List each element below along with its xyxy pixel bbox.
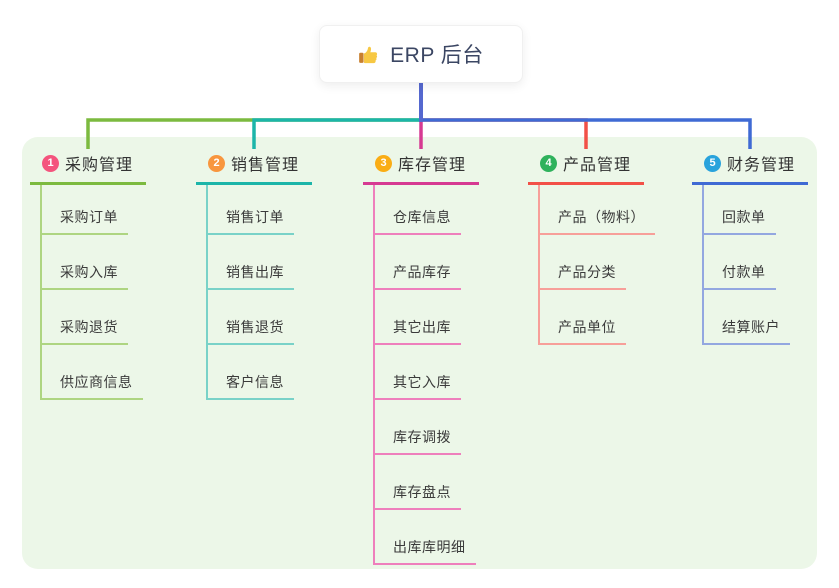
mindmap-item[interactable]: 产品（物料） <box>540 185 655 235</box>
mindmap-item[interactable]: 库存调拨 <box>375 400 461 455</box>
root-node[interactable]: ERP 后台 <box>319 25 523 83</box>
branch-header-3[interactable]: 3 库存管理 <box>363 151 479 185</box>
mindmap-item[interactable]: 产品分类 <box>540 235 626 290</box>
branch: 1 采购管理 采购订单采购入库采购退货供应商信息 <box>30 151 146 400</box>
branch-number-badge: 2 <box>208 154 225 172</box>
mindmap-item[interactable]: 客户信息 <box>208 345 294 400</box>
mindmap-item[interactable]: 出库库明细 <box>375 510 476 565</box>
branch-header-1[interactable]: 1 采购管理 <box>30 151 146 185</box>
mindmap-item[interactable]: 采购入库 <box>42 235 128 290</box>
mindmap-item[interactable]: 仓库信息 <box>375 185 461 235</box>
mindmap-item[interactable]: 产品单位 <box>540 290 626 345</box>
branch-label: 产品管理 <box>563 157 632 174</box>
branch-label: 采购管理 <box>65 157 134 174</box>
mindmap-item[interactable]: 结算账户 <box>704 290 790 345</box>
mindmap-item[interactable]: 供应商信息 <box>42 345 143 400</box>
mindmap-item[interactable]: 采购订单 <box>42 185 128 235</box>
mindmap-item[interactable]: 付款单 <box>704 235 776 290</box>
branches-panel <box>22 137 817 569</box>
mindmap-item[interactable]: 销售退货 <box>208 290 294 345</box>
branch: 5 财务管理 回款单付款单结算账户 <box>692 151 808 345</box>
branch-number-badge: 4 <box>540 154 557 172</box>
branch-number-badge: 5 <box>704 154 721 172</box>
mindmap-item[interactable]: 其它入库 <box>375 345 461 400</box>
branch-header-4[interactable]: 4 产品管理 <box>528 151 644 185</box>
root-label: ERP 后台 <box>390 44 484 67</box>
branch-children: 回款单付款单结算账户 <box>702 185 808 345</box>
branch-header-5[interactable]: 5 财务管理 <box>692 151 808 185</box>
branch: 3 库存管理 仓库信息产品库存其它出库其它入库库存调拨库存盘点出库库明细 <box>363 151 479 565</box>
mindmap-item[interactable]: 销售出库 <box>208 235 294 290</box>
mindmap-item[interactable]: 回款单 <box>704 185 776 235</box>
branch-children: 采购订单采购入库采购退货供应商信息 <box>40 185 146 400</box>
branch-label: 销售管理 <box>231 157 300 174</box>
branch-children: 仓库信息产品库存其它出库其它入库库存调拨库存盘点出库库明细 <box>373 185 479 565</box>
mindmap-item[interactable]: 产品库存 <box>375 235 461 290</box>
mindmap-item[interactable]: 库存盘点 <box>375 455 461 510</box>
branch-label: 财务管理 <box>727 157 796 174</box>
mindmap-item[interactable]: 采购退货 <box>42 290 128 345</box>
branch-number-badge: 3 <box>375 154 392 172</box>
branch-label: 库存管理 <box>398 157 467 174</box>
branch-children: 产品（物料）产品分类产品单位 <box>538 185 655 345</box>
mindmap-item[interactable]: 销售订单 <box>208 185 294 235</box>
branch: 4 产品管理 产品（物料）产品分类产品单位 <box>528 151 655 345</box>
branch-header-2[interactable]: 2 销售管理 <box>196 151 312 185</box>
branch-children: 销售订单销售出库销售退货客户信息 <box>206 185 312 400</box>
branch-number-badge: 1 <box>42 154 59 172</box>
mindmap-item[interactable]: 其它出库 <box>375 290 461 345</box>
branch: 2 销售管理 销售订单销售出库销售退货客户信息 <box>196 151 312 400</box>
thumbs-up-icon <box>358 43 381 66</box>
